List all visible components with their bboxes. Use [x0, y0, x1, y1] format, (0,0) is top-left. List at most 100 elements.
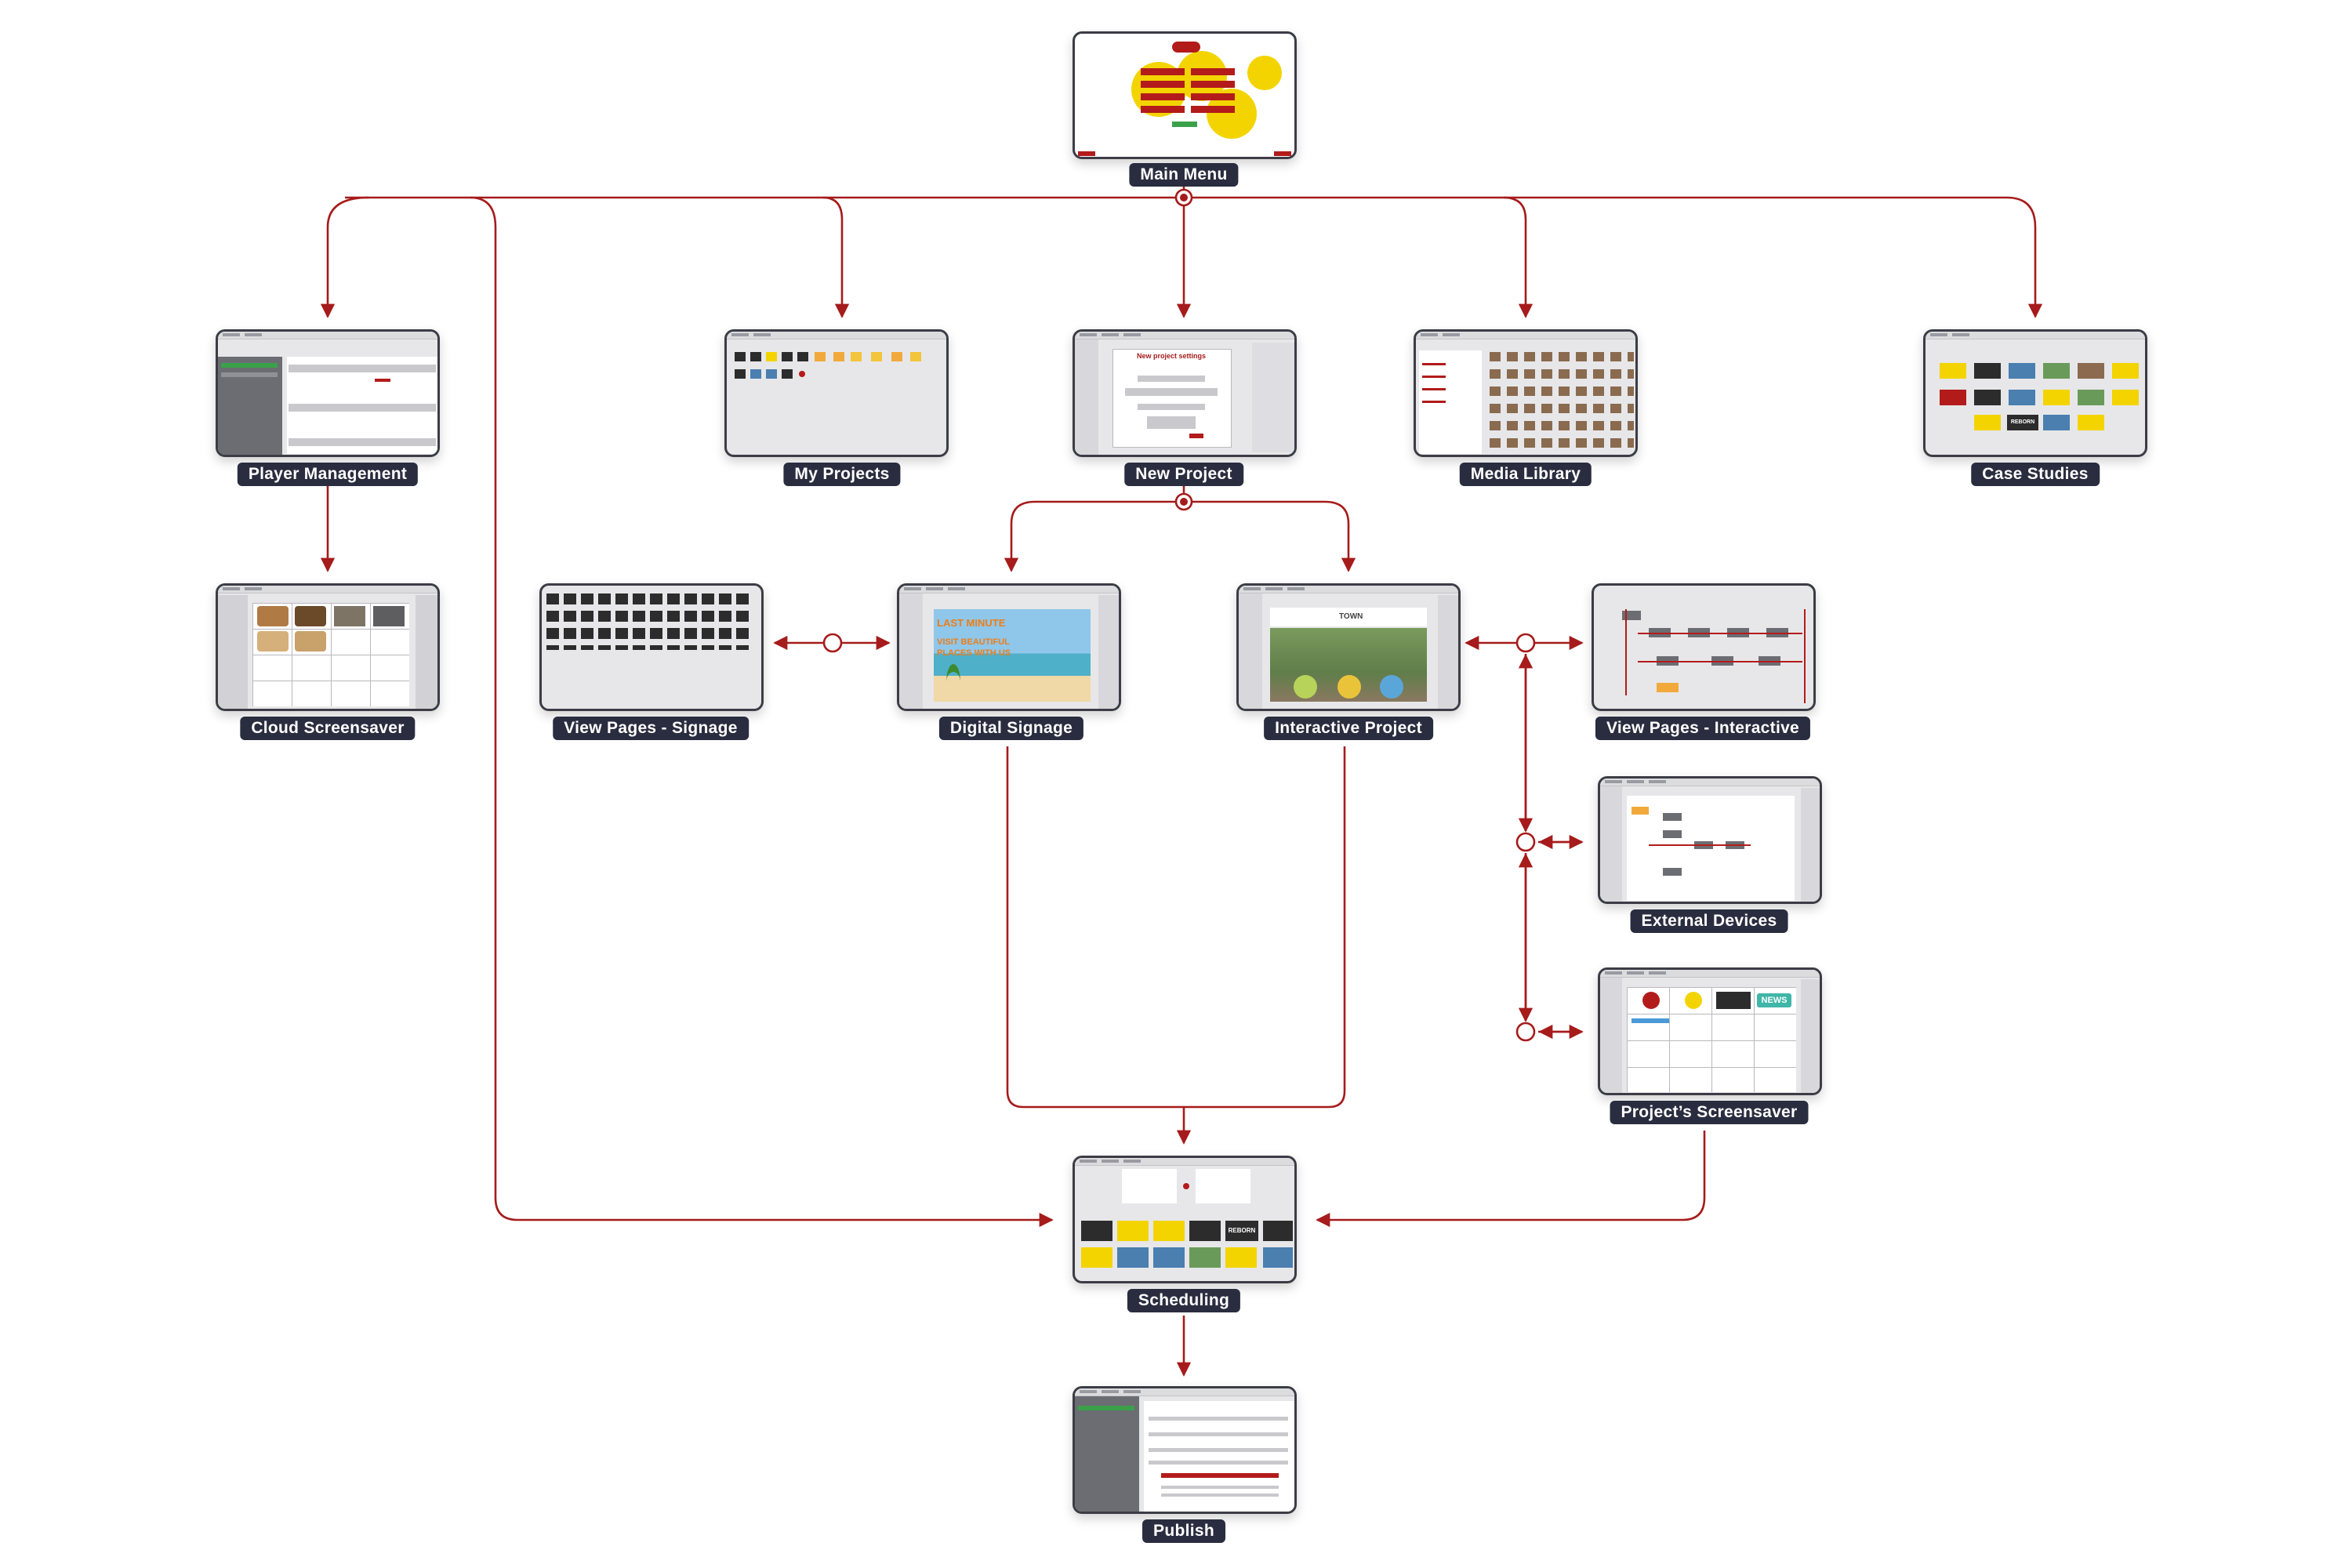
connector-signage-to-scheduling — [1006, 746, 1346, 1109]
folder-item — [1422, 388, 1446, 390]
publish-button — [1161, 1473, 1279, 1478]
view-pages-interactive-thumbnail[interactable] — [1592, 583, 1816, 711]
project-tile — [750, 369, 761, 379]
device-node — [1663, 830, 1682, 838]
project-tile — [766, 369, 777, 379]
food-image — [257, 606, 289, 626]
view-pages-signage-label[interactable]: View Pages - Signage — [553, 717, 749, 740]
view-pages-interactive-label[interactable]: View Pages - Interactive — [1595, 717, 1811, 740]
project-tile — [782, 352, 793, 361]
info-circle — [1338, 675, 1361, 699]
media-tile-reborn: REBORN — [1225, 1221, 1258, 1241]
town-title: TOWN — [1339, 612, 1363, 621]
menu-button — [1191, 106, 1235, 113]
media-library-thumbnail[interactable] — [1414, 329, 1638, 457]
news-badge: NEWS — [1757, 993, 1791, 1007]
logo-icon — [1172, 42, 1200, 53]
digital-signage-label[interactable]: Digital Signage — [938, 717, 1084, 740]
toolbar — [1600, 970, 1820, 978]
media-tile — [1263, 1247, 1293, 1268]
menu-button — [1191, 93, 1235, 100]
dialog-field — [1147, 416, 1196, 429]
right-panel — [1252, 343, 1294, 452]
banner-text-1: LAST MINUTE — [937, 617, 1006, 629]
connector-mainmenu-to-scheduling — [470, 196, 1054, 1228]
info-circle — [1380, 675, 1403, 699]
project-tile — [735, 352, 746, 361]
player-management-label[interactable]: Player Management — [237, 463, 419, 486]
scheduling-thumbnail[interactable]: REBORN — [1073, 1156, 1297, 1283]
menu-button — [1141, 81, 1185, 88]
media-library-label[interactable]: Media Library — [1459, 463, 1592, 486]
town-header — [1270, 608, 1427, 626]
right-panel — [1801, 788, 1820, 902]
tool-column — [1239, 593, 1262, 709]
project-tile — [871, 352, 882, 361]
tool-column — [1600, 978, 1622, 1093]
external-devices-thumbnail[interactable] — [1598, 776, 1822, 904]
cloud-screensaver-thumbnail[interactable] — [216, 583, 440, 711]
project-tile — [735, 369, 746, 379]
projects-screensaver-label[interactable]: Project’s Screensaver — [1610, 1101, 1809, 1124]
food-image — [295, 631, 326, 652]
media-tile — [1081, 1221, 1112, 1241]
schedule-panel — [1196, 1169, 1250, 1203]
my-projects-thumbnail[interactable] — [724, 329, 949, 457]
case-tile-reborn: REBORN — [2007, 415, 2038, 430]
page-link — [1638, 633, 1802, 634]
dialog-button — [1189, 434, 1203, 438]
dialog-field — [1138, 404, 1205, 410]
toolbar — [1075, 1388, 1294, 1396]
case-tile — [2078, 390, 2104, 405]
publish-label[interactable]: Publish — [1142, 1519, 1225, 1543]
food-image — [295, 606, 326, 626]
settings-dialog — [1112, 349, 1232, 448]
media-grid — [1490, 352, 1634, 454]
case-studies-thumbnail[interactable]: REBORN — [1923, 329, 2147, 457]
toolbar — [727, 332, 946, 339]
tool-column — [899, 593, 923, 709]
media-tile — [1117, 1221, 1149, 1241]
hub-main-menu — [1174, 188, 1193, 207]
toolbar — [1600, 779, 1820, 786]
interactive-project-thumbnail[interactable]: TOWN — [1236, 583, 1461, 711]
publish-row — [1149, 1432, 1288, 1436]
main-menu-label[interactable]: Main Menu — [1129, 163, 1239, 187]
dialog-title: New project settings — [1136, 352, 1207, 360]
media-tile — [1153, 1221, 1185, 1241]
player-management-thumbnail[interactable] — [216, 329, 440, 457]
connector-screensaver-to-scheduling — [1316, 1131, 1706, 1228]
left-toolbar — [1075, 339, 1098, 455]
cloud-screensaver-label[interactable]: Cloud Screensaver — [240, 717, 416, 740]
external-devices-label[interactable]: External Devices — [1630, 909, 1788, 933]
toolbar — [218, 586, 437, 593]
case-tile — [2078, 415, 2104, 430]
media-tile — [1189, 1221, 1221, 1241]
projects-screensaver-thumbnail[interactable]: NEWS — [1598, 967, 1822, 1095]
new-project-label[interactable]: New Project — [1124, 463, 1243, 486]
case-tile — [2043, 415, 2070, 430]
dialog-field — [1125, 388, 1218, 396]
connector-to-digital-signage — [1004, 500, 1176, 572]
my-projects-label[interactable]: My Projects — [783, 463, 901, 486]
food-image — [257, 631, 289, 652]
device-node — [1663, 813, 1682, 821]
scheduling-label[interactable]: Scheduling — [1127, 1289, 1241, 1312]
media-tile — [1117, 1247, 1149, 1268]
case-studies-label[interactable]: Case Studies — [1971, 463, 2100, 486]
view-pages-signage-thumbnail[interactable] — [539, 583, 764, 711]
hub-interactive-pages — [1515, 633, 1536, 653]
case-tile — [2009, 390, 2035, 405]
device-link — [1649, 844, 1751, 846]
main-menu-thumbnail[interactable] — [1073, 31, 1297, 159]
sun-icon — [1685, 992, 1702, 1009]
digital-signage-thumbnail[interactable]: LAST MINUTE VISIT BEAUTIFUL PLACES WITH … — [897, 583, 1121, 711]
publish-thumbnail[interactable] — [1073, 1386, 1297, 1514]
new-project-thumbnail[interactable]: New project settings — [1073, 329, 1297, 457]
interactive-project-label[interactable]: Interactive Project — [1264, 717, 1433, 740]
folder-item — [1422, 401, 1446, 403]
page-node — [1657, 683, 1679, 692]
banner-text-3: PLACES WITH US — [937, 648, 1011, 658]
case-tile — [1974, 415, 2001, 430]
